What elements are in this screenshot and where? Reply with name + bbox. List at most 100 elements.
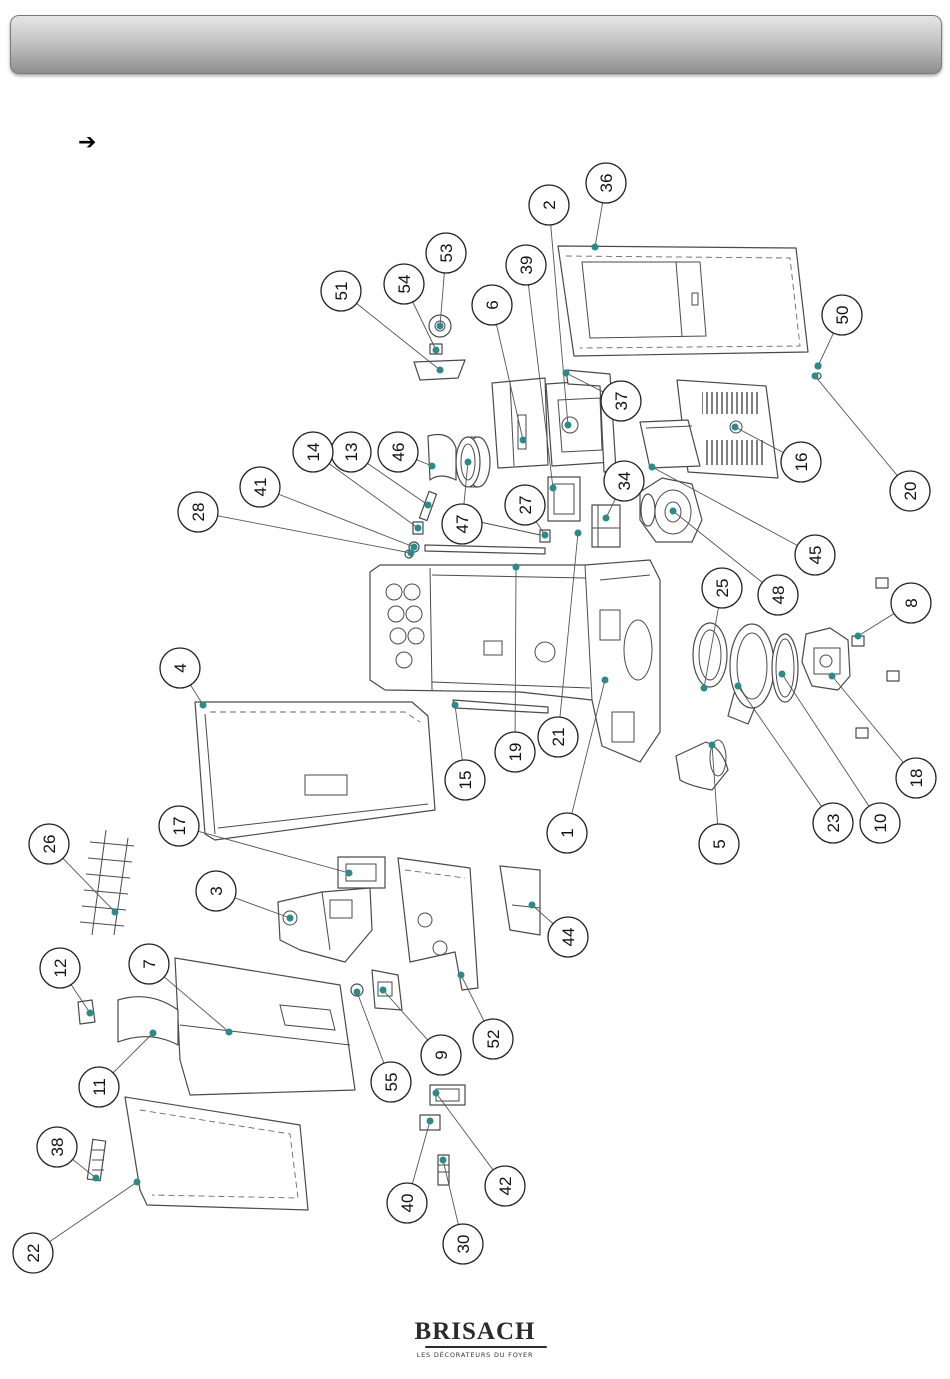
leader-line [782,674,869,806]
leader-dot [602,677,609,684]
callout-46: 46 [378,432,436,472]
part-52 [398,858,478,990]
part-9 [372,970,402,1010]
callout-number: 10 [871,814,890,833]
callout-number: 8 [902,598,921,607]
leader-dot [346,870,353,877]
leader-dot [855,633,862,640]
leader-dot [542,532,549,539]
callout-number: 25 [713,579,732,598]
leader-dot [415,525,422,532]
callout-number: 9 [432,1050,451,1059]
callout-18: 18 [829,673,937,799]
leader-line [50,1182,137,1242]
leader-dot [452,702,459,709]
callout-number: 17 [170,817,189,836]
callout-number: 7 [140,959,159,968]
callout-number: 46 [389,443,408,462]
leader-dot [649,464,656,471]
callout-number: 1 [558,828,577,837]
leader-dot [433,347,440,354]
callout-3: 3 [196,871,294,922]
leader-dot [287,915,294,922]
leader-line [858,614,894,636]
callout-number: 27 [516,496,535,515]
callout-number: 20 [901,482,920,501]
callout-number: 34 [615,472,634,491]
leader-dot [433,1090,440,1097]
leader-dot [134,1179,141,1186]
leader-line [818,333,833,366]
part-5 [676,740,728,790]
logo-name: BRISACH [395,1318,555,1346]
callout-number: 45 [806,546,825,565]
part-23 [728,624,774,724]
leader-dot [93,1175,100,1182]
callout-51: 51 [321,271,444,374]
part-36 [558,246,808,356]
leader-dot [427,1118,434,1125]
leader-dot [354,989,361,996]
leader-dot [513,564,520,571]
leader-dot [815,363,822,370]
leader-line [815,376,897,476]
leader-line [832,676,903,763]
part-17 [338,857,385,888]
brand-logo: BRISACH LES DÉCORATEURS DU FOYER [395,1318,555,1359]
callout-number: 50 [833,306,852,325]
part-27 [480,522,550,542]
callout-number: 16 [792,453,811,472]
leader-dot [408,550,415,557]
leader-line [455,705,462,760]
callout-4: 4 [160,648,207,709]
leader-dot [226,1029,233,1036]
callout-number: 11 [90,1078,109,1096]
callout-22: 22 [13,1179,141,1274]
leader-dot [380,987,387,994]
callout-number: 44 [559,928,578,947]
leader-line [279,494,414,547]
leader-dot [565,422,572,429]
leader-dot [200,702,207,709]
callout-number: 4 [171,663,190,672]
callout-number: 18 [907,769,926,788]
leader-dot [150,1030,157,1037]
callout-number: 23 [824,814,843,833]
part-22 [125,1097,308,1210]
callout-38: 38 [37,1127,100,1182]
callout-42: 42 [433,1090,526,1207]
leader-dot [575,530,582,537]
callout-number: 15 [456,771,475,790]
callout-1: 1 [547,677,609,854]
callout-number: 36 [597,174,616,193]
part-47 [456,437,490,487]
leader-dot [732,424,739,431]
callout-number: 3 [207,886,226,895]
part-44 [500,866,540,935]
part-7 [175,958,355,1095]
leader-line [595,203,603,247]
leader-dot [779,671,786,678]
callout-number: 5 [710,839,729,848]
callout-40: 40 [387,1118,434,1224]
callout-54: 54 [384,264,440,354]
callout-34: 34 [603,461,645,522]
callout-number: 38 [48,1138,67,1157]
leader-dot [529,902,536,909]
part-34 [592,505,620,547]
logo-tagline: LES DÉCORATEURS DU FOYER [395,1351,555,1359]
leader-line [198,831,349,873]
part-6 [492,378,548,468]
callout-53: 53 [426,233,466,330]
leader-dot [701,685,708,692]
callout-number: 2 [540,200,559,209]
leader-line [443,1160,458,1225]
callout-number: 22 [24,1244,43,1263]
callout-12: 12 [40,948,94,1017]
leader-dot [112,909,119,916]
leader-line [329,464,418,528]
leader-dot [829,673,836,680]
callout-50: 50 [815,295,863,370]
leader-dot [592,244,599,251]
leader-dot [440,1157,447,1164]
